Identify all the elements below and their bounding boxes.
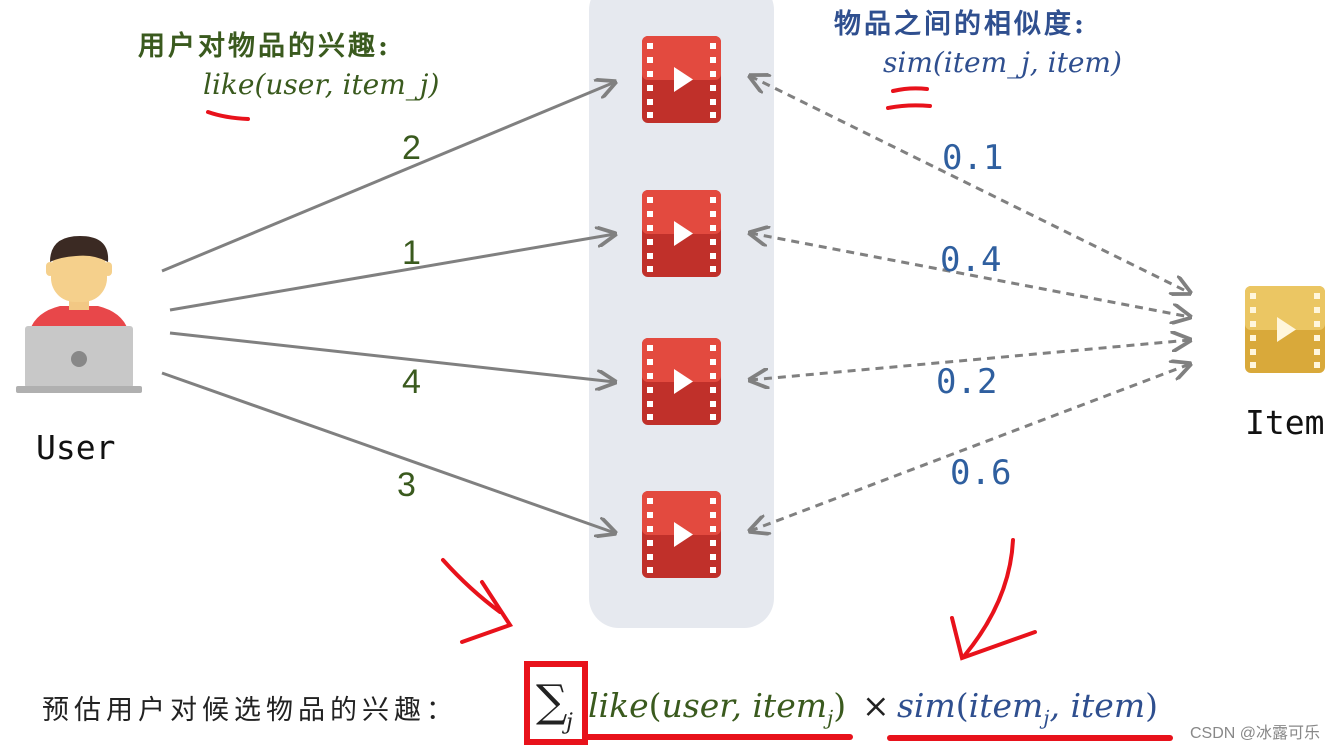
watermark: CSDN @冰露可乐 bbox=[1190, 725, 1321, 742]
curved-arrow-left-head bbox=[460, 580, 514, 644]
underline-sim-2 bbox=[886, 103, 932, 110]
sim-item2: , item bbox=[1049, 686, 1146, 725]
similarity-arrows bbox=[750, 76, 1190, 531]
play-icon bbox=[674, 522, 693, 547]
similarity-label-2: 0.4 bbox=[940, 240, 1002, 280]
item-similarity-formula: sim(item_j, item) bbox=[883, 46, 1122, 79]
paren-open: ( bbox=[648, 686, 662, 725]
video-item-3 bbox=[642, 338, 721, 425]
arrow-user-item3 bbox=[169, 331, 615, 382]
user-label: User bbox=[36, 428, 116, 467]
bottom-text: 预估用户对候选物品的兴趣： bbox=[42, 695, 458, 726]
items-column bbox=[589, 0, 774, 628]
item-arg: item bbox=[752, 686, 828, 725]
item-subscript: j bbox=[827, 705, 834, 730]
curved-arrow-left bbox=[441, 558, 502, 614]
like-word: like bbox=[588, 686, 649, 725]
weight-label-4: 3 bbox=[397, 466, 416, 504]
sim-arrow-2 bbox=[750, 233, 1190, 317]
video-item-4 bbox=[642, 491, 721, 578]
item-similarity-title: 物品之间的相似度: bbox=[834, 9, 1087, 40]
similarity-label-4: 0.6 bbox=[950, 453, 1012, 493]
user-interest-title: 用户对物品的兴趣: bbox=[138, 31, 391, 62]
user-interest-formula: like(user, item_j) bbox=[203, 68, 440, 101]
user-arg: user, bbox=[661, 686, 742, 725]
sum-index: j bbox=[566, 710, 573, 735]
paren-close: ) bbox=[833, 686, 847, 725]
sim-subscript: j bbox=[1043, 705, 1050, 730]
sim-paren-close: ) bbox=[1145, 686, 1158, 725]
arrow-user-item1 bbox=[161, 82, 615, 273]
video-item-1 bbox=[642, 36, 721, 123]
curved-arrow-right-head bbox=[950, 616, 1037, 661]
sim-arrow-4 bbox=[750, 364, 1190, 531]
user-avatar-icon bbox=[16, 236, 142, 393]
weight-label-1: 2 bbox=[402, 129, 421, 167]
curved-arrow-right bbox=[963, 538, 1015, 657]
arrow-user-item4 bbox=[161, 371, 615, 533]
play-icon bbox=[674, 221, 693, 246]
weight-label-3: 4 bbox=[402, 363, 421, 401]
underline-sim-1 bbox=[891, 86, 929, 93]
similarity-label-3: 0.2 bbox=[936, 362, 998, 402]
video-item-2 bbox=[642, 190, 721, 277]
play-icon bbox=[674, 369, 693, 394]
sim-word: sim bbox=[897, 686, 956, 725]
sim-paren-open: ( bbox=[955, 686, 969, 725]
weight-label-2: 1 bbox=[402, 234, 421, 272]
arrow-user-item2 bbox=[169, 234, 615, 312]
target-item-icon bbox=[1245, 286, 1325, 373]
play-icon bbox=[674, 67, 693, 92]
sum-symbol: ∑ bbox=[536, 676, 568, 727]
formula-sim: sim(itemj, item) bbox=[897, 686, 1158, 730]
underline-like bbox=[206, 110, 250, 121]
user-item-arrows bbox=[161, 82, 615, 533]
times-symbol: × bbox=[862, 686, 890, 725]
similarity-label-1: 0.1 bbox=[942, 138, 1004, 178]
sum-highlight-box bbox=[524, 661, 588, 745]
item-label: Item bbox=[1245, 403, 1325, 442]
sim-item: item bbox=[968, 686, 1044, 725]
play-icon bbox=[1277, 317, 1296, 342]
formula-like: like(user, itemj) bbox=[588, 686, 846, 730]
red-annotations bbox=[206, 86, 1173, 745]
